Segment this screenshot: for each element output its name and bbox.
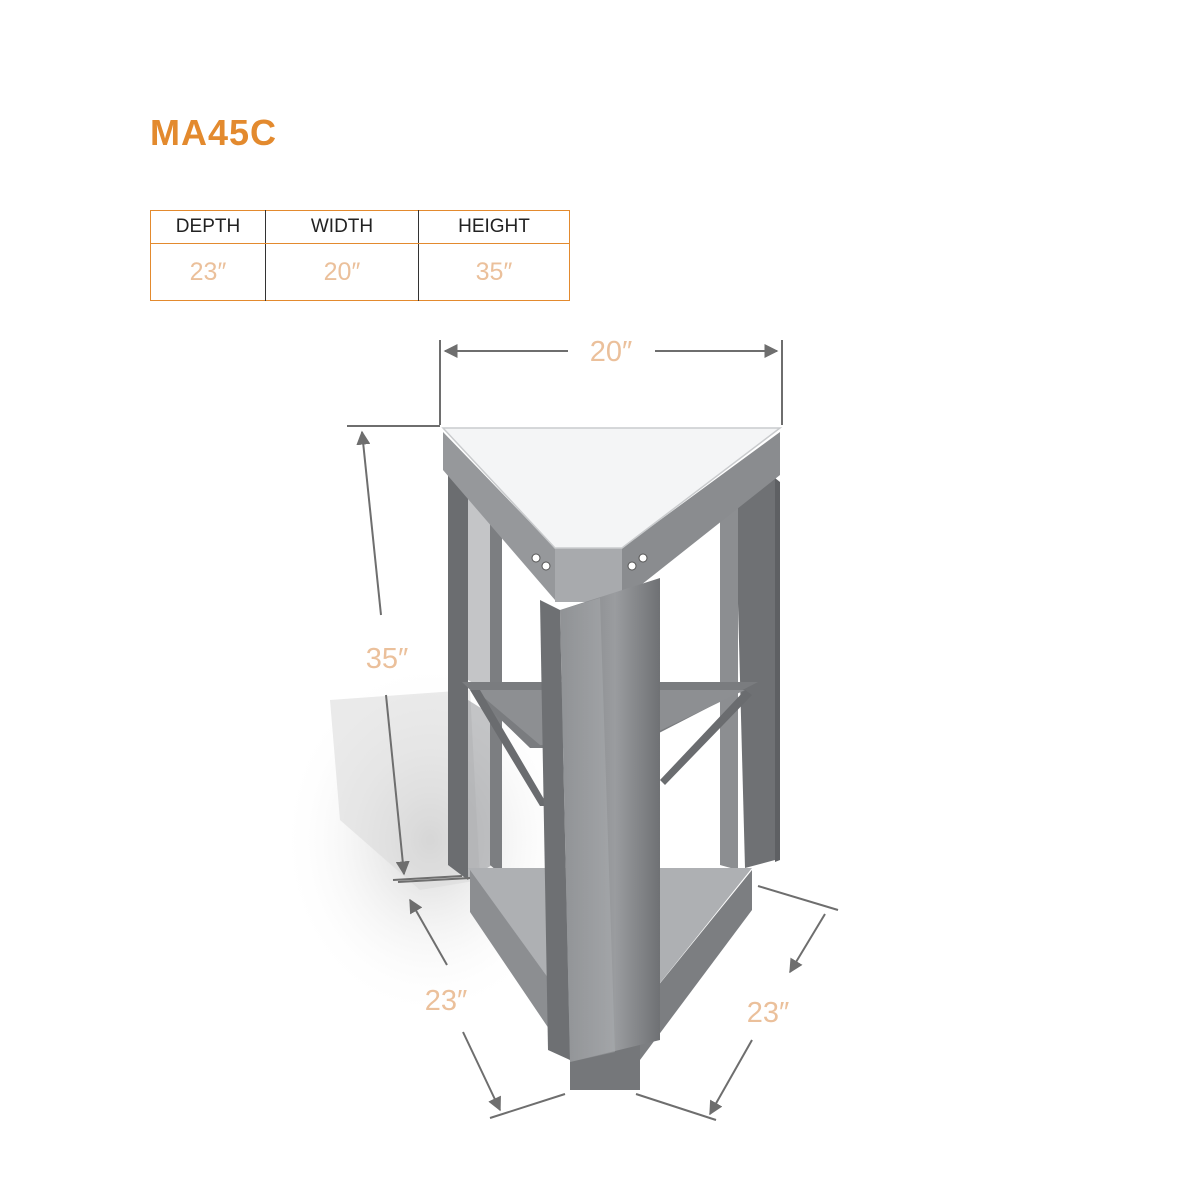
height-value: 35″ [418, 243, 570, 301]
dimensions-table: DEPTH WIDTH HEIGHT 23″ 20″ 35″ [150, 210, 570, 301]
table-header-row: DEPTH WIDTH HEIGHT [150, 210, 570, 244]
right-depth-label: 23″ [747, 997, 790, 1029]
height-header: HEIGHT [418, 210, 570, 244]
cabinet-top-surface [441, 427, 783, 549]
width-header: WIDTH [265, 210, 419, 244]
height-dimension: 35″ [347, 425, 463, 881]
table-value-row: 23″ 20″ 35″ [151, 243, 570, 301]
back-left-frame [448, 470, 502, 880]
mounting-holes [531, 553, 648, 571]
width-value: 20″ [265, 243, 419, 301]
floor-shadow-body [330, 690, 480, 890]
back-right-frame [720, 478, 780, 870]
left-depth-dimension: 23″ [397, 877, 566, 1119]
top-width-dimension: 20″ [439, 336, 783, 425]
top-side-panels [443, 432, 780, 602]
front-corner-post [540, 578, 660, 1062]
product-model-title: MA45C [150, 112, 278, 153]
left-depth-label: 23″ [425, 985, 468, 1017]
depth-value: 23″ [189, 257, 227, 286]
depth-header: DEPTH [150, 210, 266, 244]
height-label: 35″ [366, 643, 409, 675]
right-depth-dimension: 23″ [635, 885, 839, 1121]
top-width-label: 20″ [590, 336, 633, 368]
